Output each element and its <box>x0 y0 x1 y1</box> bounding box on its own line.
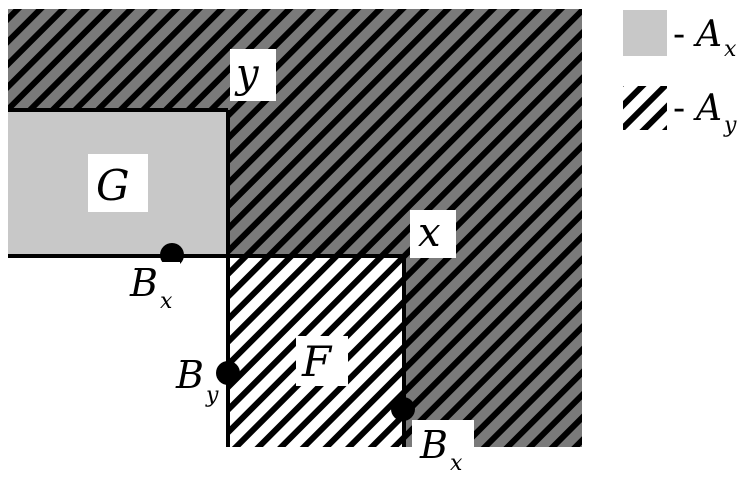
point-bx-top <box>160 243 184 267</box>
legend-letter-ax: A <box>693 14 722 55</box>
legend: - A x - A y <box>623 10 737 138</box>
legend-dash-ax: - <box>673 14 685 55</box>
label-bx-top: B <box>129 261 158 305</box>
label-by-box <box>172 350 216 406</box>
label-f: F <box>301 337 333 386</box>
label-bx-bottom: B <box>419 423 448 467</box>
label-bx-top-box <box>128 262 180 312</box>
label-bx-bottom-sub: x <box>450 451 463 476</box>
legend-sub-ay: y <box>723 113 737 138</box>
legend-dash-ay: - <box>673 88 685 129</box>
label-x-box <box>410 210 456 258</box>
label-by: B <box>175 353 204 397</box>
label-bx-top-sub: x <box>160 289 173 314</box>
legend-letter-ay: A <box>693 88 722 129</box>
label-y-box <box>230 49 276 101</box>
label-by-sub: y <box>205 383 219 408</box>
label-g-box <box>88 154 148 212</box>
legend-sub-ax: x <box>724 37 737 62</box>
label-f-box <box>296 336 348 386</box>
label-y: y <box>234 51 260 97</box>
legend-swatch-ay <box>623 86 667 130</box>
label-bx-bottom-box <box>412 420 474 474</box>
point-bx-bottom <box>391 397 415 421</box>
label-x: x <box>418 210 441 256</box>
legend-swatch-ax <box>623 10 667 56</box>
label-g: G <box>96 161 130 210</box>
point-by <box>216 361 240 385</box>
